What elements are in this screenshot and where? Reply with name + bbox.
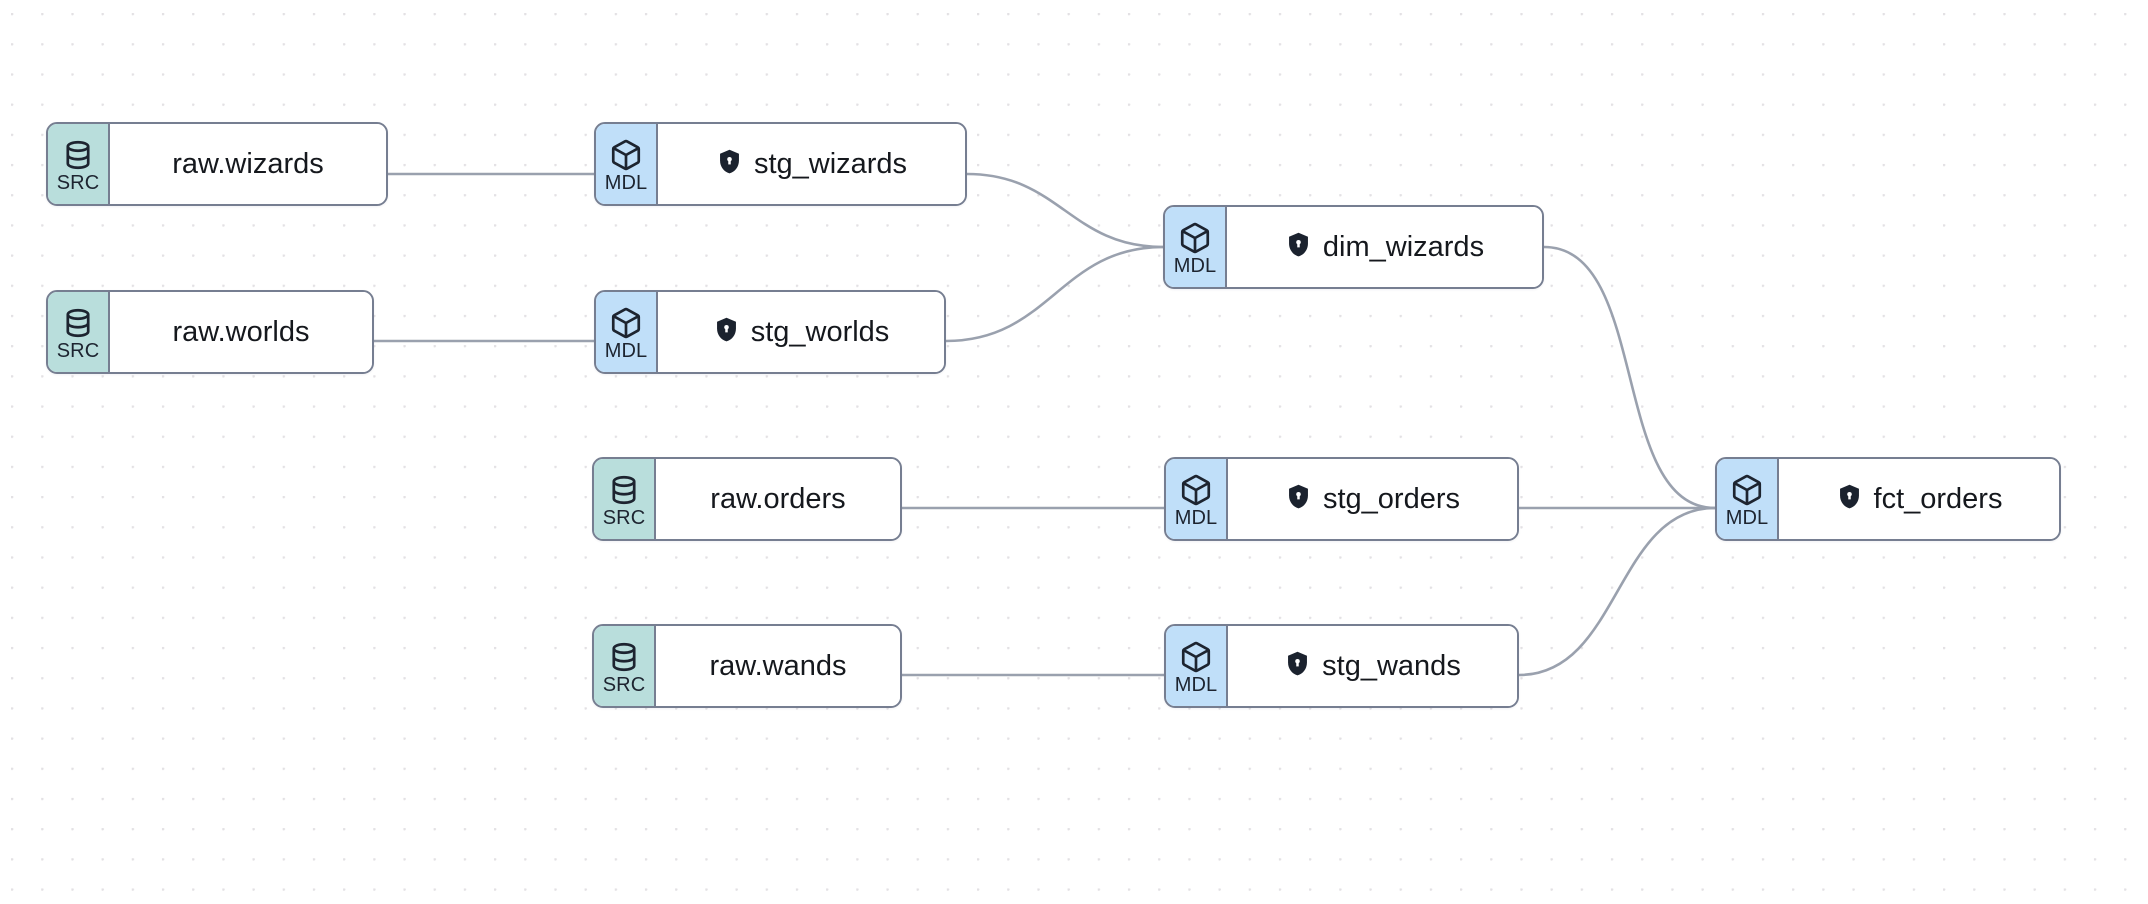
cube-icon [609,138,643,172]
node-stg_worlds[interactable]: MDL stg_worlds [594,290,946,374]
edge-stg_wands-to-fct_orders[interactable] [1517,506,1717,677]
node-label: raw.worlds [172,315,310,348]
node-stg_wands[interactable]: MDL stg_wands [1164,624,1519,708]
node-stg_wizards[interactable]: MDL stg_wizards [594,122,967,206]
shield-lock-icon [716,148,743,180]
shield-lock-icon [1285,483,1312,515]
node-label: stg_orders [1322,482,1460,515]
database-icon [61,306,95,340]
cube-icon [1730,473,1764,507]
node-body: raw.orders [656,459,900,539]
node-label: raw.orders [710,482,846,515]
node-label: stg_wands [1322,649,1461,682]
badge-label: SRC [602,674,646,696]
node-type-badge-src: SRC [48,124,110,204]
node-type-badge-mdl: MDL [596,124,658,204]
node-type-badge-src: SRC [594,459,656,539]
node-body: stg_orders [1228,459,1517,539]
badge-label: SRC [56,172,100,194]
shield-lock-icon [713,316,740,348]
shield-lock-icon [1836,483,1863,515]
database-icon [607,473,641,507]
database-icon [61,138,95,172]
badge-label: SRC [56,340,100,362]
cube-icon [1178,221,1212,255]
cube-icon [1179,640,1213,674]
node-body: stg_worlds [658,292,944,372]
database-icon [607,640,641,674]
node-body: dim_wizards [1227,207,1542,287]
badge-label: MDL [1174,674,1218,696]
node-label: dim_wizards [1322,230,1485,263]
node-label: raw.wizards [172,147,324,180]
node-raw_worlds[interactable]: SRC raw.worlds [46,290,374,374]
node-body: stg_wands [1228,626,1517,706]
node-type-badge-mdl: MDL [1166,626,1228,706]
node-type-badge-mdl: MDL [1166,459,1228,539]
node-raw_wizards[interactable]: SRC raw.wizards [46,122,388,206]
node-type-badge-src: SRC [48,292,110,372]
node-body: stg_wizards [658,124,965,204]
edge-dim_wizards-to-fct_orders[interactable] [1542,245,1717,510]
edge-stg_worlds-to-dim_wizards[interactable] [944,245,1165,343]
node-type-badge-mdl: MDL [1165,207,1227,287]
node-fct_orders[interactable]: MDL fct_orders [1715,457,2061,541]
node-label: stg_worlds [750,315,890,348]
badge-label: MDL [1173,255,1217,277]
badge-label: MDL [604,172,648,194]
node-type-badge-mdl: MDL [1717,459,1779,539]
node-body: fct_orders [1779,459,2059,539]
cube-icon [609,306,643,340]
node-raw_orders[interactable]: SRC raw.orders [592,457,902,541]
badge-label: MDL [604,340,648,362]
node-type-badge-src: SRC [594,626,656,706]
node-body: raw.wizards [110,124,386,204]
node-label: stg_wizards [753,147,908,180]
badge-label: MDL [1174,507,1218,529]
badge-label: SRC [602,507,646,529]
node-label: fct_orders [1873,482,2003,515]
node-label: raw.wands [709,649,847,682]
shield-lock-icon [1285,231,1312,263]
node-dim_wizards[interactable]: MDL dim_wizards [1163,205,1544,289]
shield-lock-icon [1284,650,1311,682]
cube-icon [1179,473,1213,507]
node-type-badge-mdl: MDL [596,292,658,372]
node-raw_wands[interactable]: SRC raw.wands [592,624,902,708]
node-body: raw.wands [656,626,900,706]
badge-label: MDL [1725,507,1769,529]
node-stg_orders[interactable]: MDL stg_orders [1164,457,1519,541]
edge-stg_wizards-to-dim_wizards[interactable] [965,172,1165,249]
node-body: raw.worlds [110,292,372,372]
